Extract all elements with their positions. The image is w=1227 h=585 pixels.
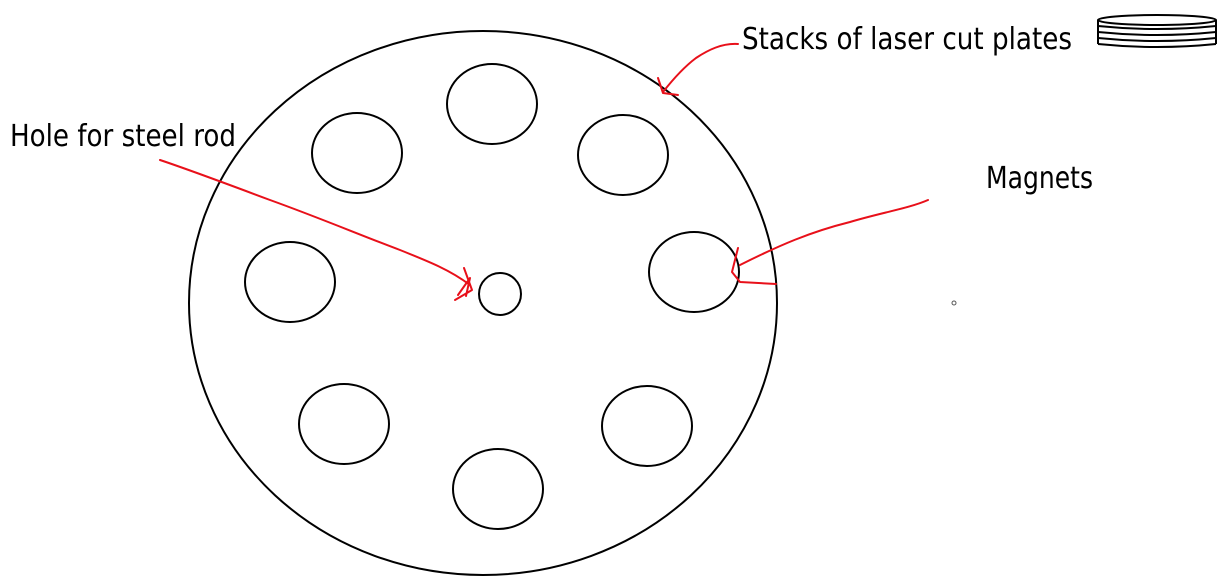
- magnet-hole: [311, 112, 403, 194]
- hole-arrow-head: [454, 267, 473, 301]
- stacks-label: Stacks of laser cut plates: [742, 22, 1072, 57]
- magnet-hole: [648, 231, 740, 313]
- magnet-hole: [298, 383, 390, 465]
- plate-stack-icon: [1097, 14, 1217, 48]
- magnet-hole: [446, 63, 538, 145]
- rotor-plate: [188, 30, 778, 576]
- stacks-arrow-head: [657, 77, 679, 96]
- stacks-arrow: [662, 42, 739, 93]
- magnet-holes: [244, 63, 740, 530]
- magnet-hole: [452, 448, 544, 530]
- magnet-hole: [244, 241, 336, 323]
- annotation-arrows: [159, 42, 929, 301]
- magnet-hole: [577, 114, 669, 196]
- steel-rod-hole: [478, 272, 522, 316]
- magnets-arrow: [739, 199, 929, 266]
- magnet-hole: [601, 385, 693, 467]
- hole-arrow: [159, 159, 471, 286]
- magnets-label: Magnets: [986, 161, 1093, 196]
- hole-label: Hole for steel rod: [10, 119, 236, 154]
- stray-dot: [951, 300, 957, 306]
- magnets-arrow-head: [731, 247, 777, 285]
